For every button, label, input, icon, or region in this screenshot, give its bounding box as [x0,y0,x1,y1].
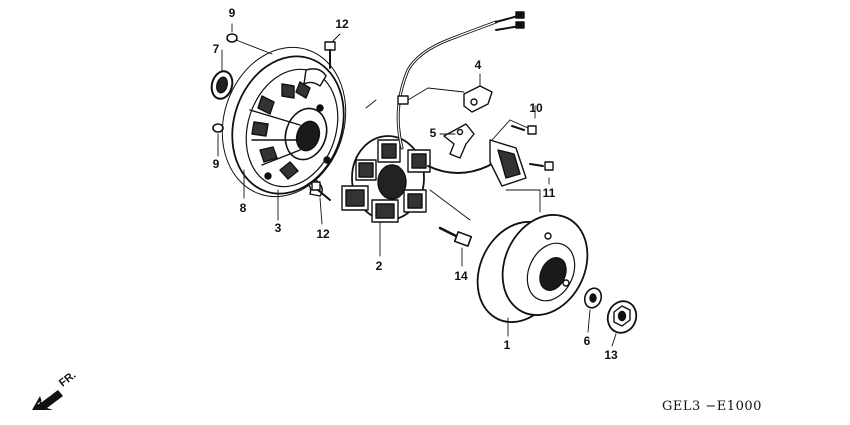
stator-coil [341,135,431,223]
callout-13: 13 [604,348,618,362]
callout-9-lower: 9 [212,157,220,171]
callout-6: 6 [583,334,591,348]
dowel-pin-lower [212,123,224,133]
front-arrow-icon [32,390,63,410]
oil-seal [210,70,234,100]
dowel-pin-upper [226,33,238,43]
callout-5: 5 [429,126,437,140]
flange-nut [606,300,638,334]
bolt-lower [311,181,331,201]
callout-4: 4 [474,58,482,72]
callout-9-upper: 9 [228,6,236,20]
screw-11 [529,161,554,171]
pulser-coil [489,139,527,187]
o-ring [221,46,347,198]
diagram-code: GEL3 −E1000 [662,399,762,414]
callout-7: 7 [212,42,220,56]
leader-lines [217,23,617,347]
callout-2: 2 [375,259,383,273]
callout-14: 14 [454,269,468,283]
bolt-14 [438,226,473,247]
callout-3: 3 [274,221,282,235]
callout-11: 11 [542,186,556,200]
washer [583,287,603,309]
screw-10 [511,125,537,135]
bolt-upper [324,41,336,69]
callout-12-lower: 12 [316,227,330,241]
callout-10: 10 [529,101,543,115]
callout-1: 1 [503,338,511,352]
callout-12-upper: 12 [335,17,349,31]
stator-base-housing [231,55,345,197]
pulser-bracket [443,123,475,159]
flywheel-rotor [476,214,589,323]
callout-8: 8 [239,201,247,215]
wire-clamp [463,85,493,113]
